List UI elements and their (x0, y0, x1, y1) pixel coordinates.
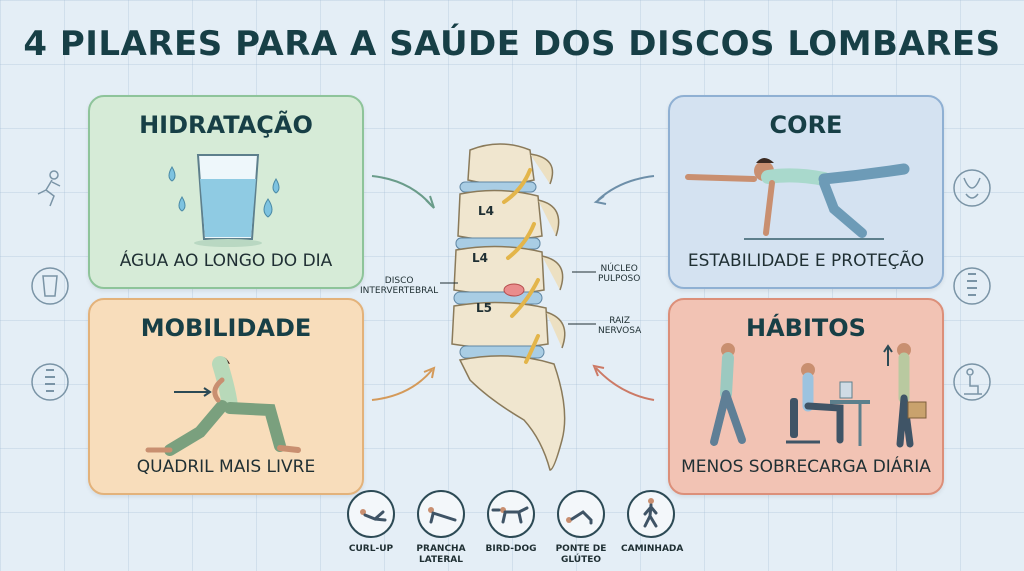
exercise-caminhada: CAMINHADA (621, 490, 684, 555)
label-disco-intervertebral: DISCO INTERVERTEBRAL (360, 276, 439, 296)
card-habitos-caption: MENOS SOBRECARGA DIÁRIA (681, 457, 931, 477)
glass-icon (31, 267, 69, 305)
glute-bridge-icon (557, 490, 605, 538)
card-habitos: HÁBITOS MENOS SOBRECARGA DIÁRIA (668, 298, 944, 495)
card-core-caption: ESTABILIDADE E PROTEÇÃO (687, 251, 925, 271)
page-title: 4 PILARES PARA A SAÚDE DOS DISCOS LOMBAR… (23, 24, 1001, 64)
lumbar-spine-illustration (451, 143, 566, 471)
card-habitos-heading: HÁBITOS (746, 314, 866, 342)
exercise-label: BIRD-DOG (485, 544, 537, 554)
arrow-habitos (595, 367, 655, 401)
vertebra-label-3: L5 (476, 301, 492, 315)
person-sitting-icon (953, 363, 991, 401)
exercise-bird-dog: BIRD-DOG (481, 490, 541, 555)
exercise-curl-up: CURL-UP (341, 490, 401, 555)
exercise-prancha-lateral: PRANCHA LATERAL (411, 490, 471, 566)
exercise-label: PRANCHA LATERAL (416, 544, 466, 565)
torso-icon (953, 169, 991, 207)
spine-icon (953, 267, 991, 305)
bird-dog-figure-icon (685, 158, 910, 240)
exercise-label: CURL-UP (348, 544, 394, 554)
card-mobilidade: MOBILIDADE QUADRIL MAIS LIVRE (88, 298, 364, 495)
hip-stretch-figure-icon (145, 356, 301, 456)
exercise-ponte-de-gluteo: PONTE DE GLÚTEO (551, 490, 611, 566)
spine-icon (31, 363, 69, 401)
exercise-label: CAMINHADA (621, 544, 684, 554)
water-glass-icon (168, 154, 280, 247)
card-hidratacao: HIDRATAÇÃO ÁGUA AO LONGO DO DIA (88, 95, 364, 289)
side-plank-icon (417, 490, 465, 538)
running-icon (37, 170, 61, 207)
label-nucleo-pulposo: NÚCLEO PULPOSO (598, 264, 641, 284)
card-core: CORE ESTABILIDADE E PROTEÇÃO (668, 95, 944, 289)
exercise-label: PONTE DE GLÚTEO (555, 544, 607, 565)
vertebra-label-1: L4 (478, 204, 494, 218)
card-hidratacao-heading: HIDRATAÇÃO (139, 111, 313, 139)
curl-up-icon (347, 490, 395, 538)
walking-icon (627, 490, 675, 538)
card-hidratacao-caption: ÁGUA AO LONGO DO DIA (119, 251, 333, 271)
arrow-mobilidade (371, 369, 433, 401)
bird-dog-icon (487, 490, 535, 538)
card-core-heading: CORE (769, 111, 843, 139)
card-mobilidade-caption: QUADRIL MAIS LIVRE (136, 457, 316, 477)
vertebra-label-2: L4 (472, 251, 488, 265)
card-mobilidade-heading: MOBILIDADE (140, 314, 312, 342)
label-raiz-nervosa: RAIZ NERVOSA (598, 316, 642, 336)
daily-habits-figures-icon (710, 343, 927, 448)
